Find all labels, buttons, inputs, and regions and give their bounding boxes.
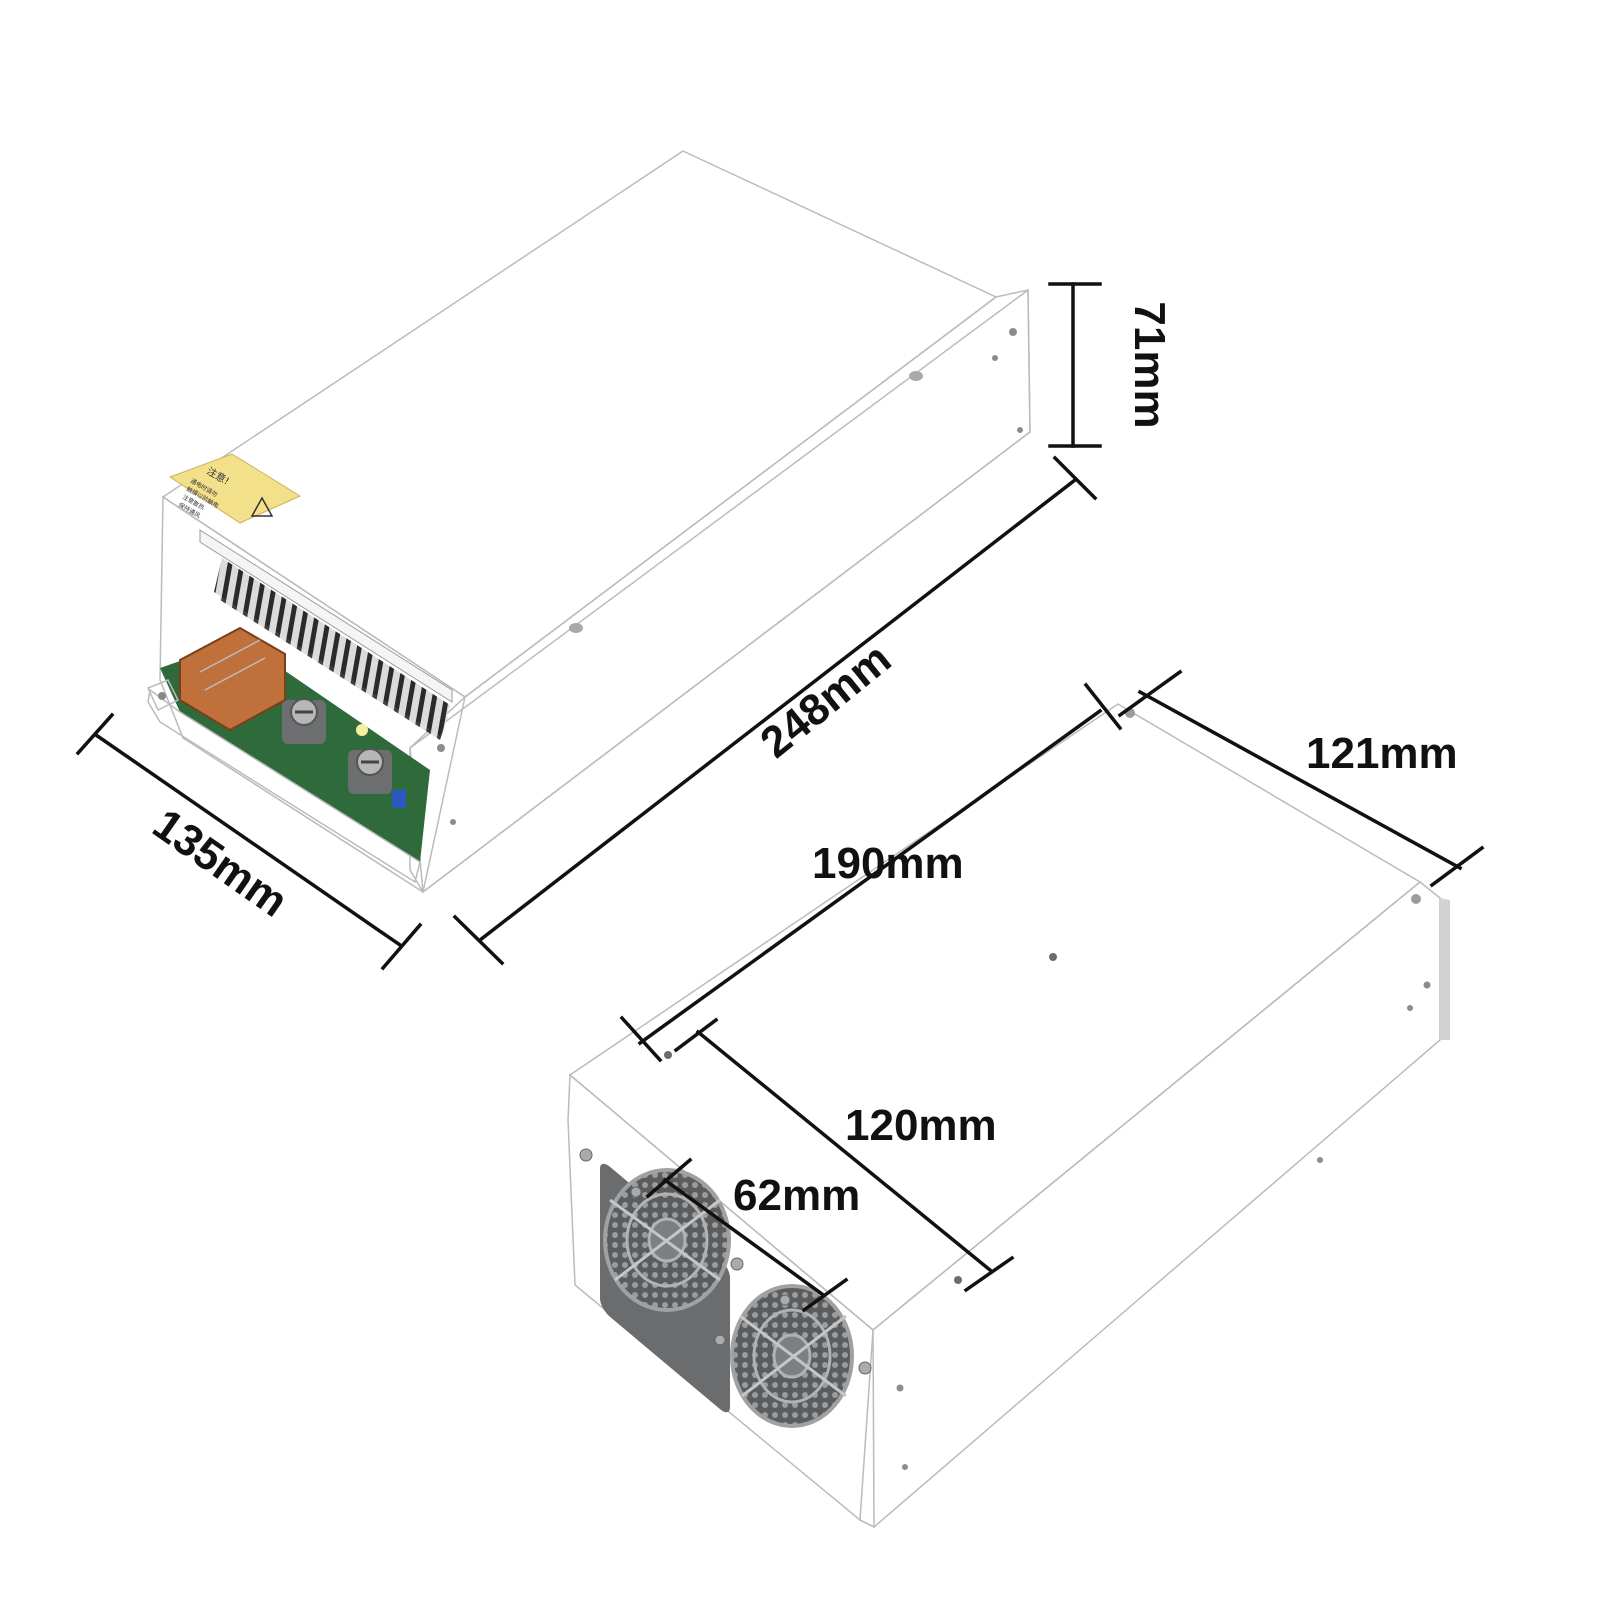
dimension-length-label: 248mm — [752, 634, 901, 768]
dimension-mount-length: 190mm — [619, 682, 1123, 1063]
mount-hole — [450, 819, 456, 825]
mount-hole — [1009, 328, 1017, 336]
mount-hole — [1407, 1005, 1413, 1011]
power-supply-rear-view — [567, 703, 1450, 1529]
cooling-fan-right — [730, 1284, 854, 1428]
mount-hole — [437, 744, 445, 752]
cooling-fan-left — [600, 1163, 731, 1413]
top-mount-hole — [664, 1051, 672, 1059]
output-terminal-negative — [348, 748, 392, 794]
ac-terminal-block — [179, 626, 286, 732]
dimension-height-label: 71mm — [1125, 301, 1174, 428]
terminal-label-strip — [199, 529, 453, 703]
case-side-face — [409, 289, 1031, 894]
mount-hole — [896, 1384, 904, 1392]
fan-screw — [730, 1257, 744, 1271]
top-mount-hole — [954, 1276, 962, 1284]
case-front-face — [159, 495, 466, 894]
led-indicator — [356, 724, 368, 736]
dimension-mount-depth-label: 120mm — [845, 1101, 997, 1150]
dimension-fan-spacing-label: 62mm — [733, 1171, 860, 1220]
case-side-lower — [409, 288, 1031, 894]
mount-hole — [1317, 1157, 1323, 1163]
dimension-length: 248mm — [452, 455, 1098, 966]
warning-triangle-icon — [250, 496, 274, 517]
top-mount-hole — [1049, 953, 1057, 961]
dimension-mount-width-label: 121mm — [1306, 729, 1458, 778]
vent-slots-lower — [220, 574, 448, 740]
case-side-face — [859, 881, 1441, 1528]
top-mount-hole — [1411, 894, 1421, 904]
fan-screw — [858, 1361, 872, 1375]
mount-tab — [146, 679, 180, 712]
dimension-mount-depth: 120mm — [673, 1017, 1015, 1293]
dimension-height: 71mm — [1048, 282, 1174, 448]
warning-label: 注意! 通电时请勿 触摸以防触电 注意散热 保持通风 — [168, 453, 302, 524]
mount-hole — [992, 355, 998, 361]
power-supply-front-view: 注意! 通电时请勿 触摸以防触电 注意散热 保持通风 — [146, 150, 1031, 894]
pcb-base-plate — [147, 688, 421, 884]
case-screw — [909, 371, 923, 381]
fan-screw — [579, 1148, 593, 1162]
dimension-fan-spacing: 62mm — [645, 1157, 860, 1313]
fan-screw — [630, 1186, 642, 1198]
dimension-mount-width: 121mm — [1117, 669, 1485, 888]
mount-tab-hole — [158, 692, 166, 700]
fan-screw — [714, 1334, 726, 1346]
mount-hole — [902, 1464, 908, 1470]
case-side-flange — [1440, 898, 1450, 1040]
case-rear-face — [567, 1073, 875, 1529]
mount-hole — [1423, 981, 1431, 989]
output-terminal-positive — [282, 698, 326, 744]
dimension-width-label: 135mm — [144, 800, 296, 927]
fan-screw — [779, 1294, 791, 1306]
mount-hole — [1017, 427, 1023, 433]
dimension-mount-length-label: 190mm — [812, 839, 964, 888]
case-screw — [569, 623, 583, 633]
voltage-adjust-pot — [392, 790, 406, 808]
